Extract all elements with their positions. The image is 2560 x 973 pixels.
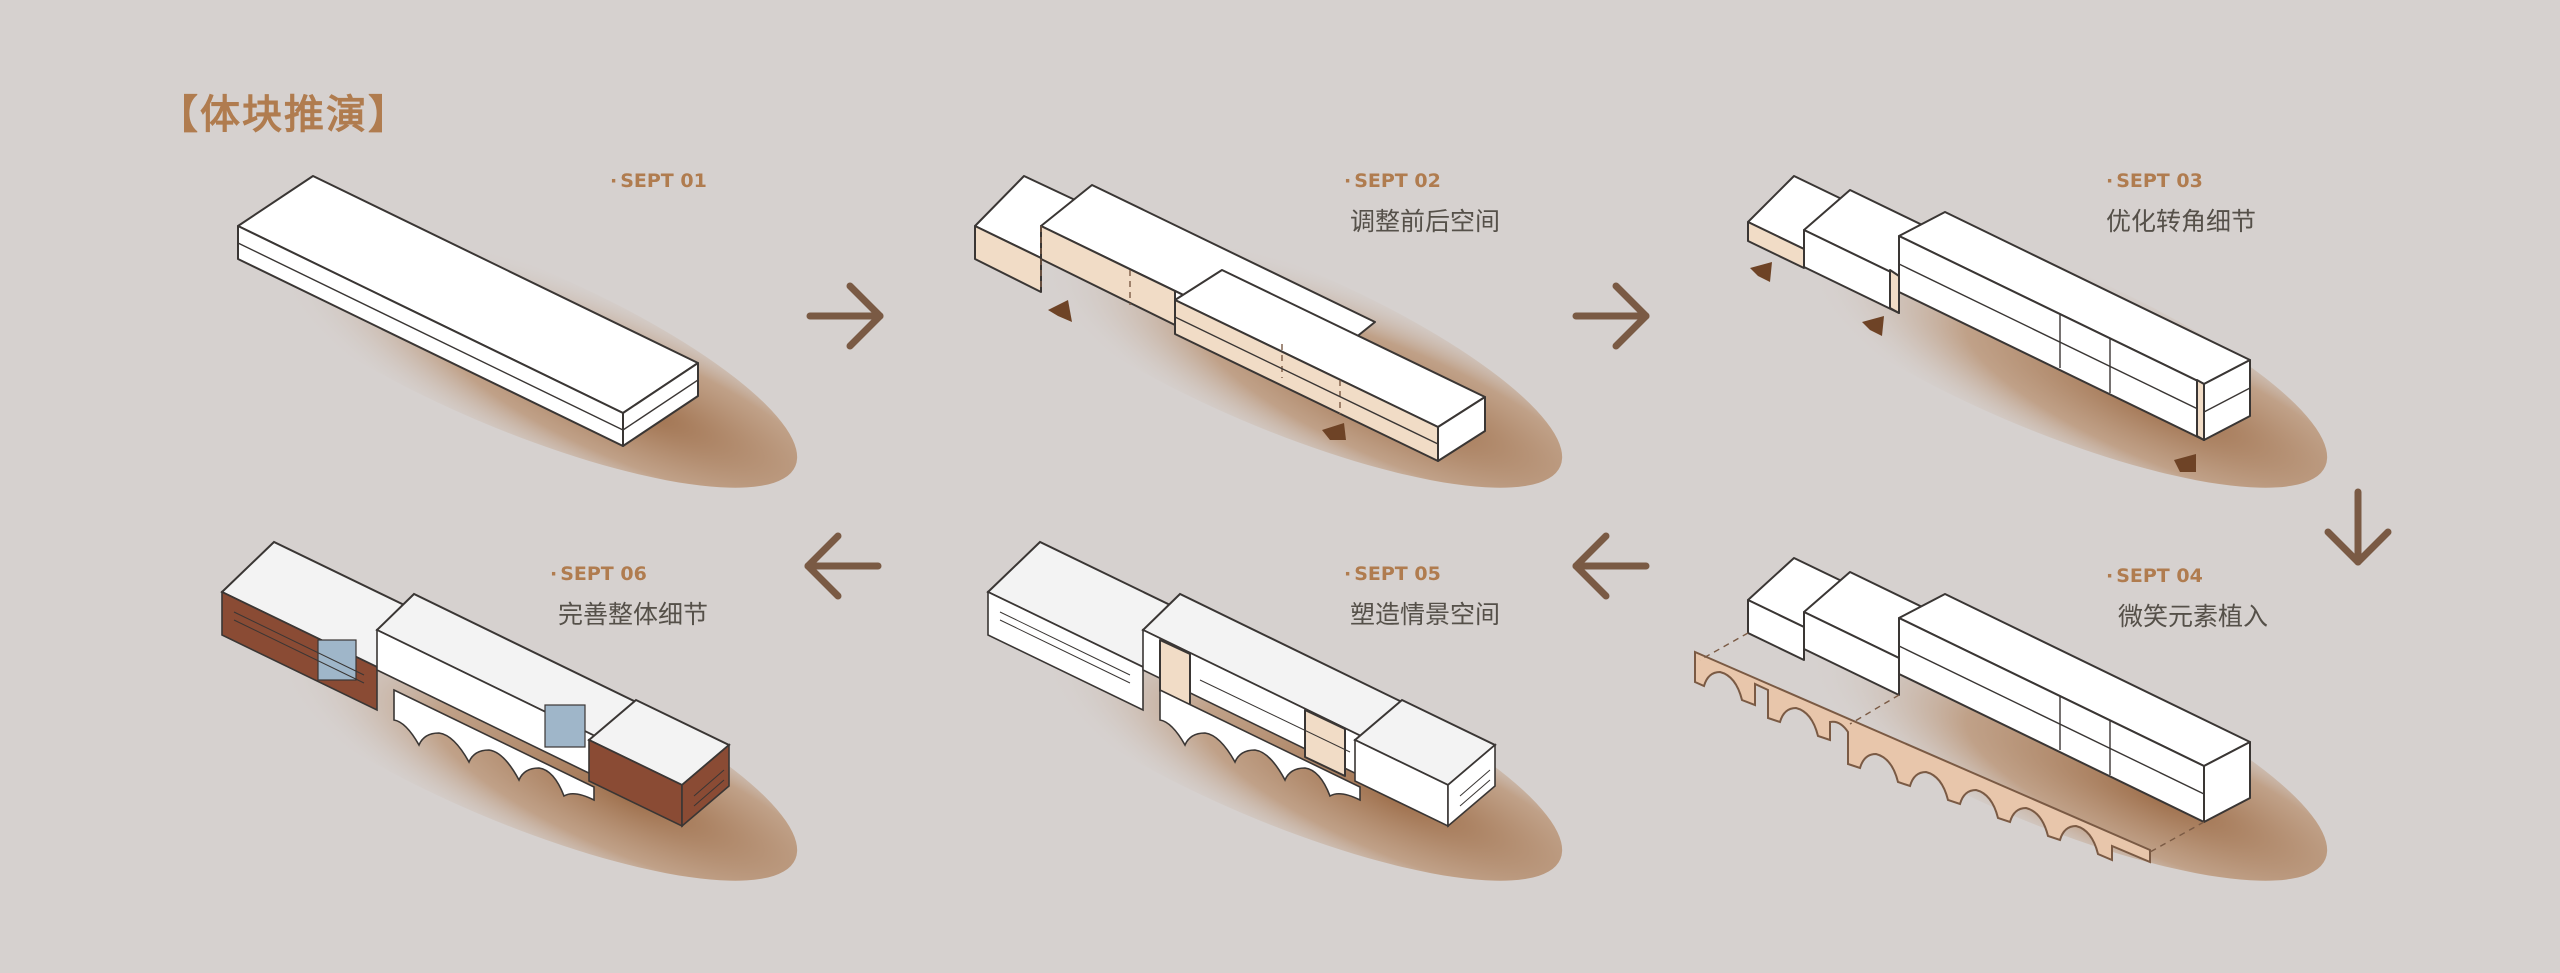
arrow-step4-to-step5 (1572, 532, 1650, 600)
step-2-description: 调整前后空间 (1350, 207, 1501, 236)
push-marker-1 (1048, 300, 1072, 322)
step-5-description: 塑造情景空间 (1350, 600, 1501, 629)
step-3-model (1747, 175, 2328, 488)
step-2-code: SEPT 02 (1344, 170, 1441, 192)
corner-marker-3 (2174, 454, 2196, 472)
step-3-description: 优化转角细节 (2106, 207, 2257, 236)
step-6-code: SEPT 06 (550, 563, 647, 585)
arrow-step1-to-step2 (806, 282, 884, 350)
push-marker-2 (1322, 423, 1346, 440)
arrow-step2-to-step3 (1572, 282, 1650, 350)
corner-marker-2 (1862, 316, 1884, 336)
step-6-building (220, 540, 731, 828)
step-4-model (1694, 557, 2328, 881)
step-5-code: SEPT 05 (1344, 563, 1441, 585)
smile-arcade-element (1694, 650, 2151, 864)
step-1-code: SEPT 01 (610, 170, 707, 192)
step-6-description: 完善整体细节 (558, 600, 709, 629)
step-4-block (1694, 557, 2251, 864)
step-2-block (974, 175, 1486, 462)
arrow-step5-to-step6 (804, 532, 882, 600)
step-5-building (986, 540, 1497, 828)
step-1-block (237, 175, 699, 447)
arrow-step3-to-step4 (2324, 488, 2392, 566)
step-3-code: SEPT 03 (2106, 170, 2203, 192)
step-5-model (986, 540, 1563, 881)
step-4-description: 微笑元素植入 (2118, 602, 2269, 631)
step-1-model (222, 175, 798, 488)
corner-marker-1 (1750, 262, 1772, 282)
step-2-model (974, 175, 1563, 488)
step-3-block (1747, 175, 2251, 472)
step-6-model (220, 540, 798, 881)
step-4-code: SEPT 04 (2106, 565, 2203, 587)
page-title: 【体块推演】 (158, 92, 410, 138)
